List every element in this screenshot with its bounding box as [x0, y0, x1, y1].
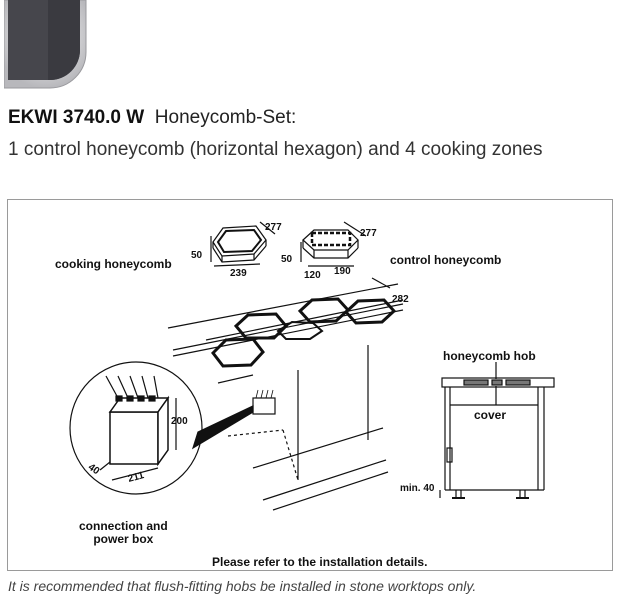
cover-label: cover — [474, 408, 507, 422]
worktop-drawing — [167, 277, 404, 511]
colour-swatch-icon — [3, 0, 90, 90]
dim-box-height: 200 — [171, 416, 188, 427]
cooking-honeycomb-label: cooking honeycomb — [55, 257, 172, 271]
footnote: It is recommended that flush-fitting hob… — [8, 578, 477, 594]
dim-cooking-width: 277 — [265, 222, 282, 233]
connection-box-callout — [69, 361, 254, 495]
installation-drawing — [69, 221, 555, 511]
model-number: EKWI 3740.0 W — [8, 107, 145, 128]
honeycomb-hob-label: honeycomb hob — [443, 349, 536, 363]
dim-control-width: 277 — [360, 228, 377, 239]
dim-control-depth-b: 190 — [334, 266, 351, 277]
cooking-honeycomb-drawing — [210, 221, 276, 267]
product-title: EKWI 3740.0 W Honeycomb-Set: — [8, 107, 296, 129]
dim-cooking-depth: 239 — [230, 268, 247, 279]
dim-control-height: 50 — [281, 254, 293, 265]
connection-box-label-line2: power box — [93, 532, 154, 546]
installation-diagram: cooking honeycomb control honeycomb hone… — [7, 199, 613, 571]
installation-instruction: Please refer to the installation details… — [212, 555, 428, 569]
connection-box-label: connection and power box — [79, 520, 168, 546]
set-name: Honeycomb-Set: — [154, 107, 297, 128]
hob-section-drawing — [439, 362, 555, 499]
connection-box-label-line1: connection and — [79, 519, 168, 533]
dim-control-depth-a: 120 — [304, 270, 321, 281]
product-description: 1 control honeycomb (horizontal hexagon)… — [8, 139, 543, 160]
min-clearance-label: min. 40 — [400, 483, 435, 494]
control-honeycomb-label: control honeycomb — [390, 253, 502, 267]
dim-cooking-height: 50 — [191, 250, 203, 261]
control-honeycomb-drawing — [300, 221, 367, 267]
dim-hob-depth: 282 — [392, 294, 409, 305]
